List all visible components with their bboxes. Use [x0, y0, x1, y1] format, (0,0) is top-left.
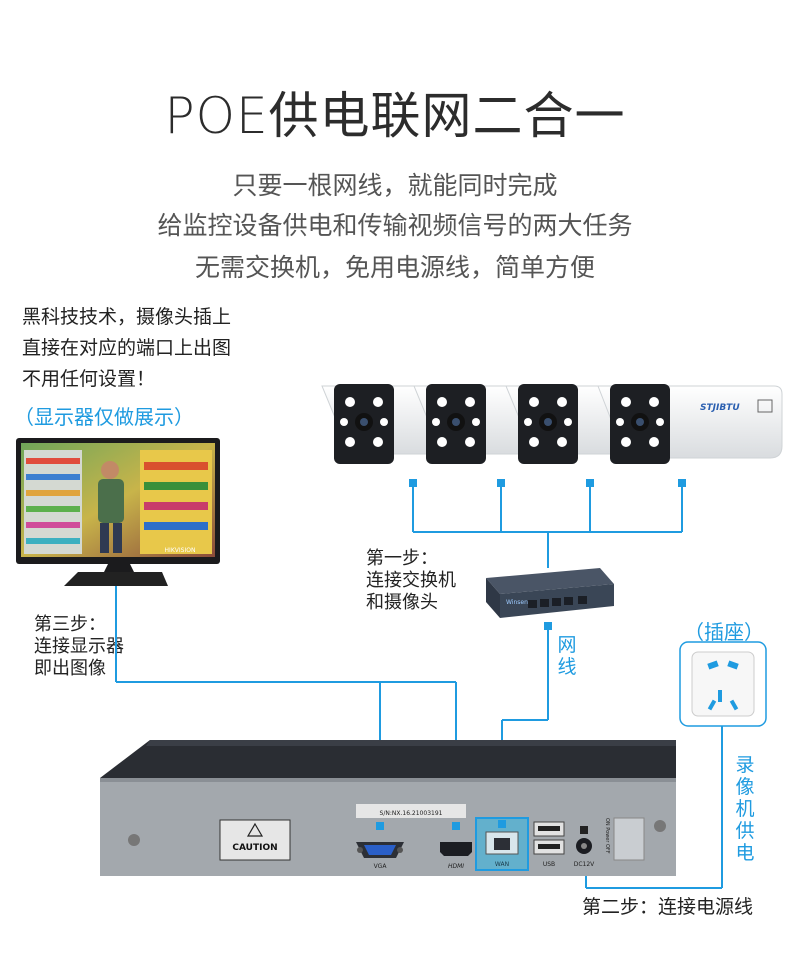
nvr-power-char-3: 机 — [735, 798, 755, 820]
caution-label: CAUTION — [219, 819, 291, 861]
step-3-title: 第三步： — [34, 614, 106, 635]
power-switch-label: ON Power OFF — [604, 818, 610, 854]
camera-brand: STJIBTU — [700, 403, 740, 413]
step-3-text-1: 连接显示器 — [34, 636, 124, 657]
camera-4: STJIBTU — [597, 384, 783, 464]
switch-ports — [528, 596, 587, 608]
caution-text: CAUTION — [232, 843, 277, 853]
nvr-power-char-4: 供 — [735, 820, 755, 842]
monitor: HIKVISION — [16, 438, 220, 586]
step-3-label: 第三步： 连接显示器 即出图像 — [34, 614, 124, 680]
socket-label: （插座） — [684, 620, 764, 644]
serial-sticker — [356, 804, 466, 818]
nvr-power-char-1: 录 — [735, 754, 755, 776]
step-1-text-1: 连接交换机 — [366, 570, 456, 591]
page-title: POE供电联网二合一 — [164, 87, 626, 145]
step-1-text-2: 和摄像头 — [366, 592, 438, 613]
monitor-brand: HIKVISION — [165, 547, 196, 554]
nvr-power-char-2: 像 — [735, 776, 755, 798]
feature-note-line-2: 直接在对应的端口上出图 — [22, 337, 232, 359]
cable-char-1: 网 — [557, 634, 577, 656]
monitor-stand — [64, 572, 168, 586]
feature-note: 黑科技技术，摄像头插上 直接在对应的端口上出图 不用任何设置！ — [22, 302, 231, 395]
switch-brand: Winsence — [506, 599, 535, 606]
poe-switch: Winsence — [486, 568, 614, 618]
vga-label: VGA — [374, 863, 388, 870]
cable-char-2: 线 — [557, 656, 577, 678]
nvr-power-label: 录 像 机 供 电 — [734, 754, 756, 864]
dc-power-port: DC12V — [574, 826, 595, 868]
hdmi-port: HDMI — [440, 822, 472, 870]
monitor-display-note: （显示器仅做展示） — [14, 405, 194, 429]
feature-note-line-3: 不用任何设置！ — [22, 368, 156, 390]
feature-note-line-1: 黑科技技术，摄像头插上 — [22, 306, 232, 328]
hdmi-label: HDMI — [448, 863, 464, 870]
cable-connectors — [409, 479, 686, 630]
wan-port: WAN — [475, 817, 529, 871]
vga-port: VGA — [356, 822, 404, 870]
step-1-label: 第一步： 连接交换机 和摄像头 — [366, 548, 456, 614]
nvr-power-char-5: 电 — [735, 842, 755, 864]
wan-label: WAN — [495, 861, 509, 868]
power-socket — [679, 641, 767, 727]
nvr-recorder: CAUTION S/N:NX.16.21003191 VGA HDMI WAN — [100, 740, 676, 876]
step-1-title: 第一步： — [366, 548, 438, 569]
subtitle-line-3: 无需交换机，免用电源线，简单方便 — [194, 253, 595, 282]
step-3-text-2: 即出图像 — [34, 658, 106, 679]
dc-label: DC12V — [574, 861, 595, 868]
serial-number: S/N:NX.16.21003191 — [380, 810, 443, 817]
power-switch — [613, 817, 645, 861]
subtitle-line-1: 只要一根网线，就能同时完成 — [232, 171, 558, 200]
usb-ports: USB — [533, 821, 565, 868]
shop-shelves — [24, 450, 212, 554]
usb-label: USB — [543, 861, 555, 868]
step-2-label: 第二步：连接电源线 — [582, 896, 754, 918]
network-cable-label: 网 线 — [556, 634, 578, 678]
subtitle-line-2: 给监控设备供电和传输视频信号的两大任务 — [157, 211, 633, 240]
